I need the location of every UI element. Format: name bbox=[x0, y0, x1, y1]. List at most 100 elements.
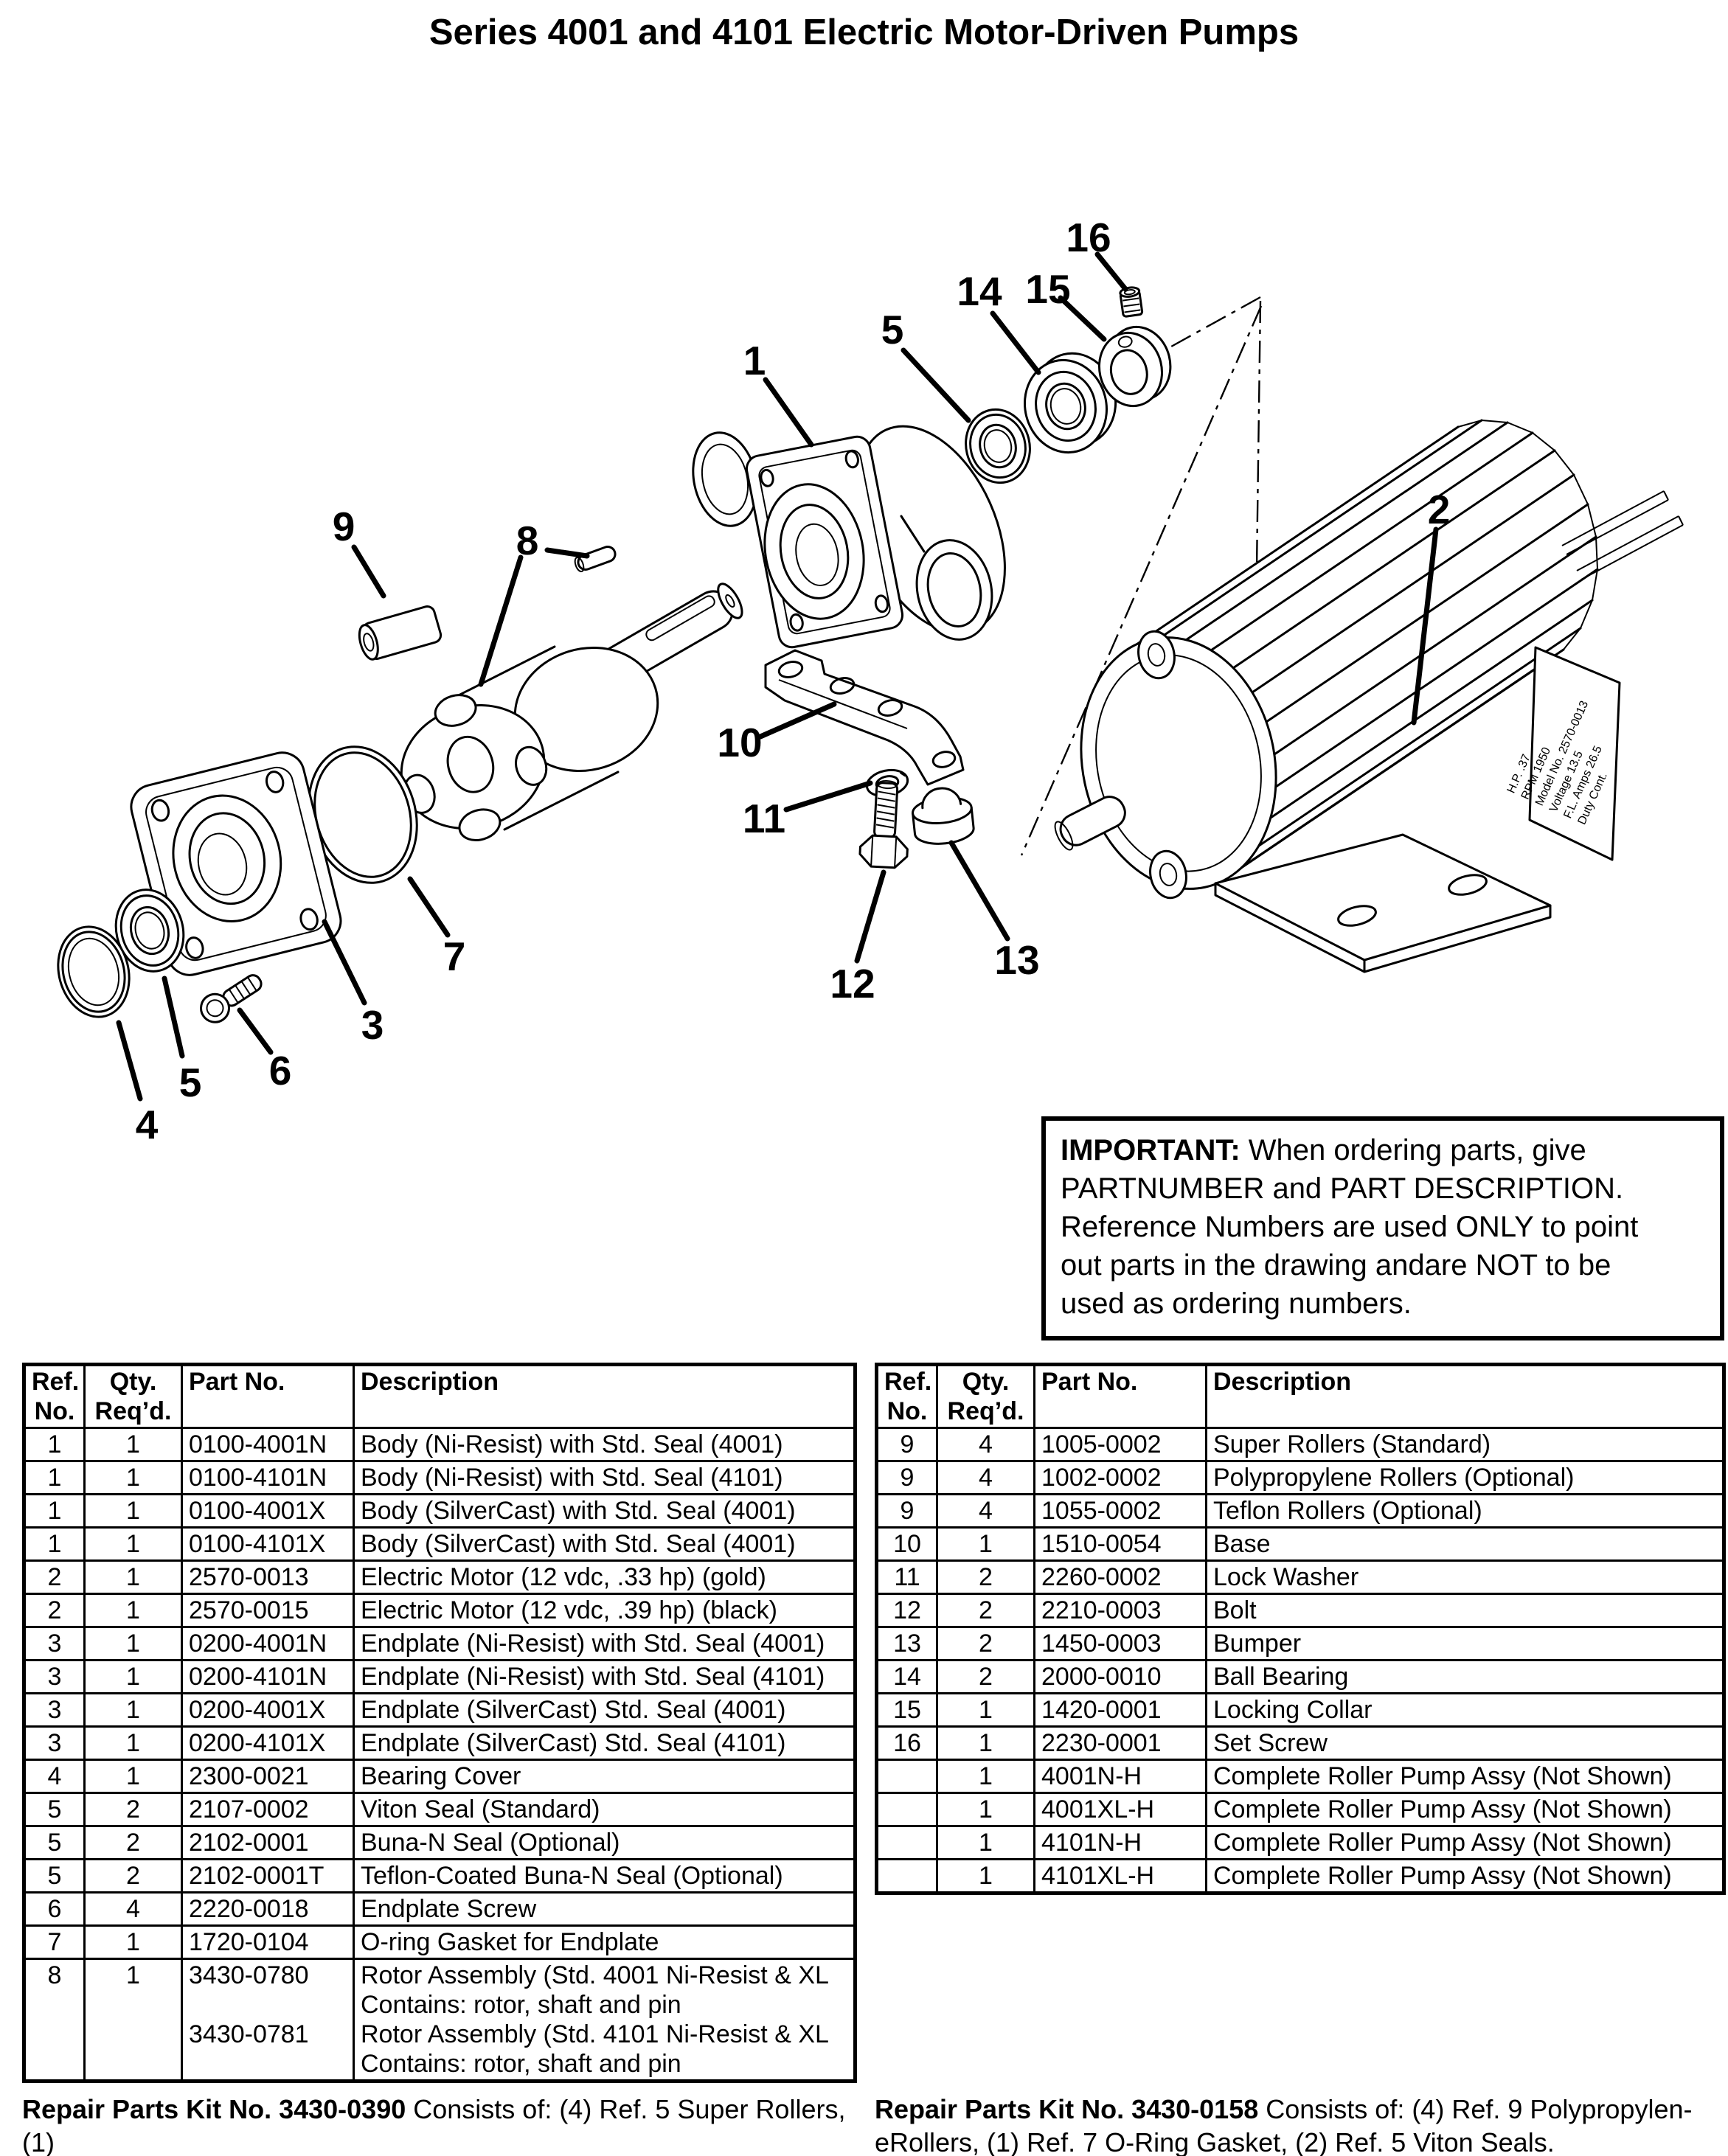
column-header: Qty. Req’d. bbox=[83, 1363, 183, 1429]
table-cell: 2300-0021 bbox=[181, 1759, 355, 1794]
callout-number: 12 bbox=[830, 961, 875, 1006]
table-cell: 1 bbox=[936, 1725, 1035, 1761]
table-cell: 1 bbox=[936, 1825, 1035, 1860]
table-cell: Bearing Cover bbox=[353, 1759, 856, 1794]
table-cell: 3430-0780 3430-0781 bbox=[181, 1958, 355, 2082]
table-cell: 2 bbox=[936, 1559, 1035, 1595]
table-cell: 3 bbox=[23, 1659, 86, 1694]
leader-line bbox=[1094, 251, 1128, 292]
bearing-cover-part bbox=[57, 925, 131, 1018]
table-cell: 1720-0104 bbox=[181, 1924, 355, 1960]
leader-line bbox=[162, 976, 185, 1059]
table-cell: 13 bbox=[875, 1626, 938, 1661]
table-cell: 1 bbox=[83, 1958, 183, 2082]
callout-number: 6 bbox=[269, 1048, 292, 1093]
table-cell: 1 bbox=[83, 1759, 183, 1794]
leader-line bbox=[1411, 526, 1439, 726]
table-cell: 0100-4101N bbox=[181, 1460, 355, 1495]
table-cell: Base bbox=[1205, 1526, 1725, 1562]
table-cell: 4 bbox=[936, 1460, 1035, 1495]
table-cell: Endplate (SilverCast) Std. Seal (4101) bbox=[353, 1725, 856, 1761]
callout-number: 14 bbox=[957, 268, 1002, 314]
table-cell: 15 bbox=[875, 1692, 938, 1728]
bolt-part bbox=[858, 780, 909, 869]
table-cell: 0200-4001N bbox=[181, 1626, 355, 1661]
kit-text-right: Consists of: (4) Ref. 9 Polypropylen- eR… bbox=[875, 2094, 1693, 2156]
table-cell: 2 bbox=[23, 1593, 86, 1628]
bumper-part bbox=[912, 787, 975, 845]
table-cell: Rotor Assembly (Std. 4001 Ni-Resist & XL… bbox=[353, 1958, 856, 2082]
callout-number: 10 bbox=[717, 720, 762, 765]
table-cell: Electric Motor (12 vdc, .39 hp) (black) bbox=[353, 1593, 856, 1628]
callout-number: 11 bbox=[743, 796, 785, 841]
table-cell: 0200-4101X bbox=[181, 1725, 355, 1761]
table-cell: 2102-0001 bbox=[181, 1825, 355, 1860]
table-cell: 1 bbox=[23, 1526, 86, 1562]
callout-number: 16 bbox=[1066, 215, 1111, 260]
table-cell: 2000-0010 bbox=[1033, 1659, 1207, 1694]
table-cell: Body (Ni-Resist) with Std. Seal (4101) bbox=[353, 1460, 856, 1495]
table-cell: 11 bbox=[875, 1559, 938, 1595]
callout-number: 4 bbox=[136, 1102, 159, 1147]
leader-line bbox=[351, 544, 386, 599]
table-cell: 9 bbox=[875, 1460, 938, 1495]
table-cell: 4 bbox=[83, 1891, 183, 1927]
table-cell: 2107-0002 bbox=[181, 1792, 355, 1827]
callout-number: 5 bbox=[881, 307, 904, 352]
table-cell: 7 bbox=[23, 1924, 86, 1960]
table-cell: O-ring Gasket for Endplate bbox=[353, 1924, 856, 1960]
callout-number: 5 bbox=[179, 1060, 202, 1105]
table-cell: Endplate (Ni-Resist) with Std. Seal (400… bbox=[353, 1626, 856, 1661]
leader-line bbox=[783, 780, 873, 813]
table-cell bbox=[875, 1759, 938, 1794]
table-cell: 12 bbox=[875, 1593, 938, 1628]
leader-line bbox=[116, 1020, 143, 1102]
table-cell: 4 bbox=[936, 1427, 1035, 1462]
table-cell: 1 bbox=[83, 1659, 183, 1694]
page-title: Series 4001 and 4101 Electric Motor-Driv… bbox=[428, 13, 1300, 52]
repair-kit-note-right: Repair Parts Kit No. 3430-0158 Consists … bbox=[875, 2093, 1723, 2156]
table-cell: 1420-0001 bbox=[1033, 1692, 1207, 1728]
table-cell: 1 bbox=[83, 1493, 183, 1529]
kit-number-left: Repair Parts Kit No. 3430-0390 bbox=[22, 2094, 406, 2124]
leader-line bbox=[948, 840, 1010, 942]
table-cell: 5 bbox=[23, 1792, 86, 1827]
table-cell: 2 bbox=[83, 1858, 183, 1894]
table-cell: Complete Roller Pump Assy (Not Shown) bbox=[1205, 1792, 1725, 1827]
rotor-part bbox=[400, 645, 659, 841]
table-cell: 1 bbox=[83, 1526, 183, 1562]
table-cell: 2260-0002 bbox=[1033, 1559, 1207, 1595]
kit-text-left: Consists of: (4) Ref. 5 Super Rollers,(1… bbox=[22, 2094, 846, 2156]
table-cell: 6 bbox=[23, 1891, 86, 1927]
table-cell: 0200-4001X bbox=[181, 1692, 355, 1728]
table-cell: 0100-4101X bbox=[181, 1526, 355, 1562]
table-cell: 14 bbox=[875, 1659, 938, 1694]
table-cell: 2570-0013 bbox=[181, 1559, 355, 1595]
table-cell: 1 bbox=[936, 1858, 1035, 1894]
table-cell: 1 bbox=[83, 1593, 183, 1628]
table-cell: 0200-4101N bbox=[181, 1659, 355, 1694]
table-cell: Viton Seal (Standard) bbox=[353, 1792, 856, 1827]
table-cell: 1005-0002 bbox=[1033, 1427, 1207, 1462]
table-cell: 3 bbox=[23, 1692, 86, 1728]
table-cell: 2 bbox=[23, 1559, 86, 1595]
leader-line bbox=[757, 701, 837, 740]
table-cell: 1 bbox=[83, 1427, 183, 1462]
table-cell: Ball Bearing bbox=[1205, 1659, 1725, 1694]
